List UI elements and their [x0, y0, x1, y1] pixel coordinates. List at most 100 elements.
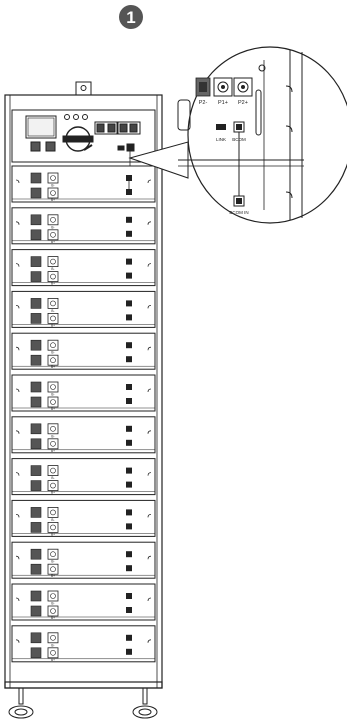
module-label-neg: B- — [51, 434, 54, 438]
terminal-pos-left — [30, 229, 42, 241]
terminal-pos-right — [47, 563, 59, 575]
terminal-neg-right — [47, 632, 59, 644]
terminal-neg-ring — [50, 551, 56, 558]
terminal-pos-ring — [50, 357, 56, 364]
terminal-neg-right — [47, 465, 59, 477]
terminal-neg-right — [47, 214, 59, 226]
terminal-pos-left — [30, 354, 42, 366]
callout-port-label-1: P2- — [199, 100, 208, 106]
terminal-neg-right — [47, 506, 59, 518]
terminal-pos-right — [47, 312, 59, 324]
handle-left — [15, 430, 20, 434]
handle-left — [15, 555, 20, 560]
terminal-pos-ring — [50, 190, 56, 196]
terminal-neg-right — [47, 548, 59, 560]
handle-right — [147, 263, 152, 267]
terminal-neg-left — [30, 632, 42, 644]
terminal-neg-left — [30, 339, 42, 351]
handle-right — [147, 388, 152, 393]
module-label-neg: B- — [51, 643, 54, 647]
terminal-pos-ring — [50, 440, 56, 447]
callout-label-bcom-in: BCOM IN — [229, 210, 248, 215]
module-label-pos: B+ — [51, 198, 55, 202]
handle-left — [15, 639, 20, 643]
module-label-pos: B+ — [51, 449, 55, 453]
battery-module: B-B+ — [11, 541, 156, 579]
module-label-neg: B- — [51, 225, 54, 229]
terminal-neg-left — [30, 172, 42, 184]
terminal-pos-left — [30, 563, 42, 575]
terminal-neg-right — [47, 590, 59, 602]
comm-port-top — [126, 509, 132, 516]
handle-right — [147, 472, 152, 476]
terminal-neg-right — [47, 339, 59, 351]
terminal-neg-ring — [50, 175, 56, 181]
terminal-pos-right — [47, 229, 59, 241]
terminal-pos-right — [47, 187, 59, 199]
terminal-neg-ring — [50, 217, 56, 223]
terminal-pos-ring — [50, 232, 56, 238]
terminal-neg-ring — [50, 300, 56, 307]
handle-right — [147, 430, 152, 434]
terminal-pos-right — [47, 271, 59, 283]
terminal-pos-left — [30, 605, 42, 617]
module-label-pos: B+ — [51, 282, 55, 286]
module-label-pos: B+ — [51, 240, 55, 244]
terminal-pos-ring — [50, 649, 56, 656]
handle-right — [147, 514, 152, 518]
comm-port-bottom — [126, 648, 132, 655]
comm-port-bottom — [126, 356, 132, 363]
module-label-neg: B- — [51, 476, 54, 480]
terminal-neg-right — [47, 381, 59, 393]
terminal-pos-left — [30, 187, 42, 199]
battery-module: B-B+ — [11, 290, 156, 328]
terminal-neg-ring — [50, 509, 56, 516]
handle-left — [15, 305, 20, 309]
handle-left — [15, 597, 20, 602]
module-label-pos: B+ — [51, 532, 55, 536]
terminal-neg-ring — [50, 258, 56, 265]
callout-zoom: P2- P1+ P2+ LINK BCOM BCOM IN — [128, 46, 347, 224]
comm-port-top — [126, 425, 132, 432]
terminal-pos-right — [47, 605, 59, 617]
handle-left — [15, 263, 20, 267]
terminal-neg-ring — [50, 634, 56, 641]
battery-module: B- B+ — [11, 374, 156, 412]
battery-module: B-B+ — [11, 583, 156, 621]
module-label-neg: B- — [51, 309, 54, 313]
terminal-pos-left — [30, 313, 42, 324]
comm-port-bottom — [126, 189, 132, 195]
terminal-neg-right — [47, 256, 59, 268]
handle-right — [147, 179, 152, 184]
terminal-neg-ring — [50, 593, 56, 599]
terminal-neg-left — [30, 423, 42, 435]
comm-port-bottom — [126, 523, 132, 530]
module-label-pos: B+ — [51, 407, 55, 411]
terminal-pos-left — [30, 480, 42, 491]
module-label-neg: B- — [51, 393, 54, 397]
terminal-pos-ring — [50, 566, 56, 573]
comm-port-bottom — [126, 398, 132, 404]
handle-left — [15, 179, 20, 184]
terminal-neg-right — [47, 297, 59, 309]
step-number: 1 — [126, 8, 135, 27]
controller-unit — [11, 109, 156, 175]
comm-port-top — [126, 216, 132, 223]
module-label-neg: B- — [51, 518, 54, 522]
module-label-neg: B- — [51, 602, 54, 606]
battery-module: B- B+ — [11, 416, 156, 454]
battery-module: B-B+ — [11, 458, 156, 496]
handle-right — [147, 639, 152, 643]
terminal-neg-left — [30, 465, 42, 476]
handle-right — [147, 305, 152, 309]
comm-port-top — [126, 593, 132, 599]
handle-left — [15, 221, 20, 225]
comm-port-bottom — [126, 481, 132, 488]
terminal-neg-ring — [50, 425, 56, 432]
terminal-pos-ring — [50, 315, 56, 322]
terminal-pos-left — [30, 438, 42, 450]
terminal-pos-left — [30, 522, 42, 533]
comm-port-top — [126, 300, 132, 307]
comm-port-bottom — [126, 607, 132, 613]
battery-module: B- B+ — [11, 499, 156, 537]
